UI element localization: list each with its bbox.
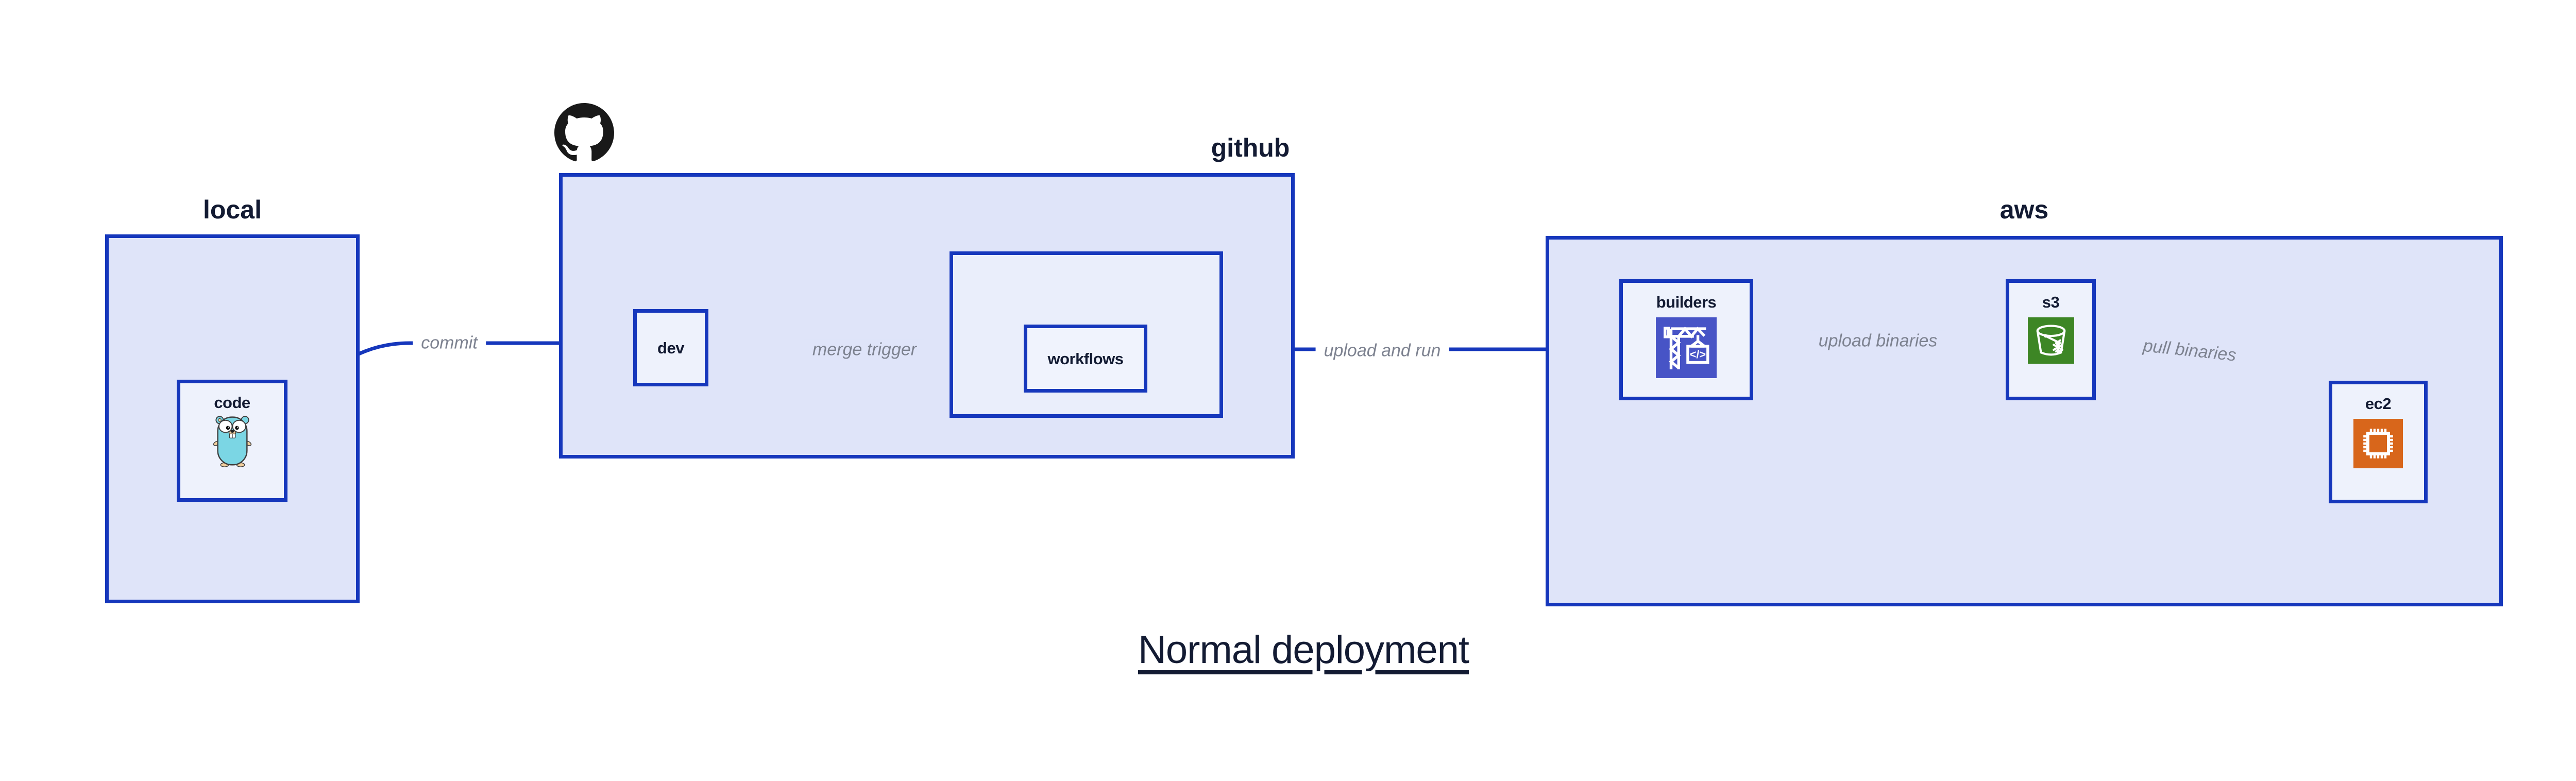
github-container-label: github [1211, 133, 1290, 162]
workflows-node: workflows [1024, 325, 1147, 393]
upload-binaries-edge-label: upload binaries [1810, 330, 1946, 352]
dev-node: dev [633, 309, 708, 386]
code-node: code [177, 380, 287, 502]
ec2-node: ec2 [2329, 381, 2428, 503]
aws-ec2-chip-icon [2353, 419, 2403, 468]
snowflake-glyph [2052, 341, 2063, 353]
upload-and-run-edge-label: upload and run [1315, 340, 1449, 362]
aws-codebuild-crane-icon: </> [1656, 317, 1717, 378]
go-gopher-icon [213, 416, 251, 467]
diagram-title: Normal deployment [1138, 628, 1469, 672]
dev-node-label: dev [657, 338, 684, 357]
workflows-node-label: workflows [1047, 349, 1124, 368]
s3-node: s3 [2006, 279, 2096, 400]
commit-edge-label: commit [413, 332, 486, 354]
merge-trigger-edge-label: merge trigger [804, 339, 925, 361]
s3-node-label: s3 [2042, 293, 2060, 311]
ec2-node-label: ec2 [2365, 395, 2392, 413]
aws-container-label: aws [1999, 195, 2049, 224]
local-container-label: local [203, 195, 262, 224]
aws-s3-bucket-snowflake-icon [2027, 317, 2074, 364]
builders-node-label: builders [1656, 293, 1717, 311]
builders-node: builders </> [1619, 279, 1753, 400]
code-node-label: code [214, 394, 250, 412]
github-octocat-logo [554, 103, 614, 162]
code-brackets-glyph: </> [1690, 348, 1706, 361]
